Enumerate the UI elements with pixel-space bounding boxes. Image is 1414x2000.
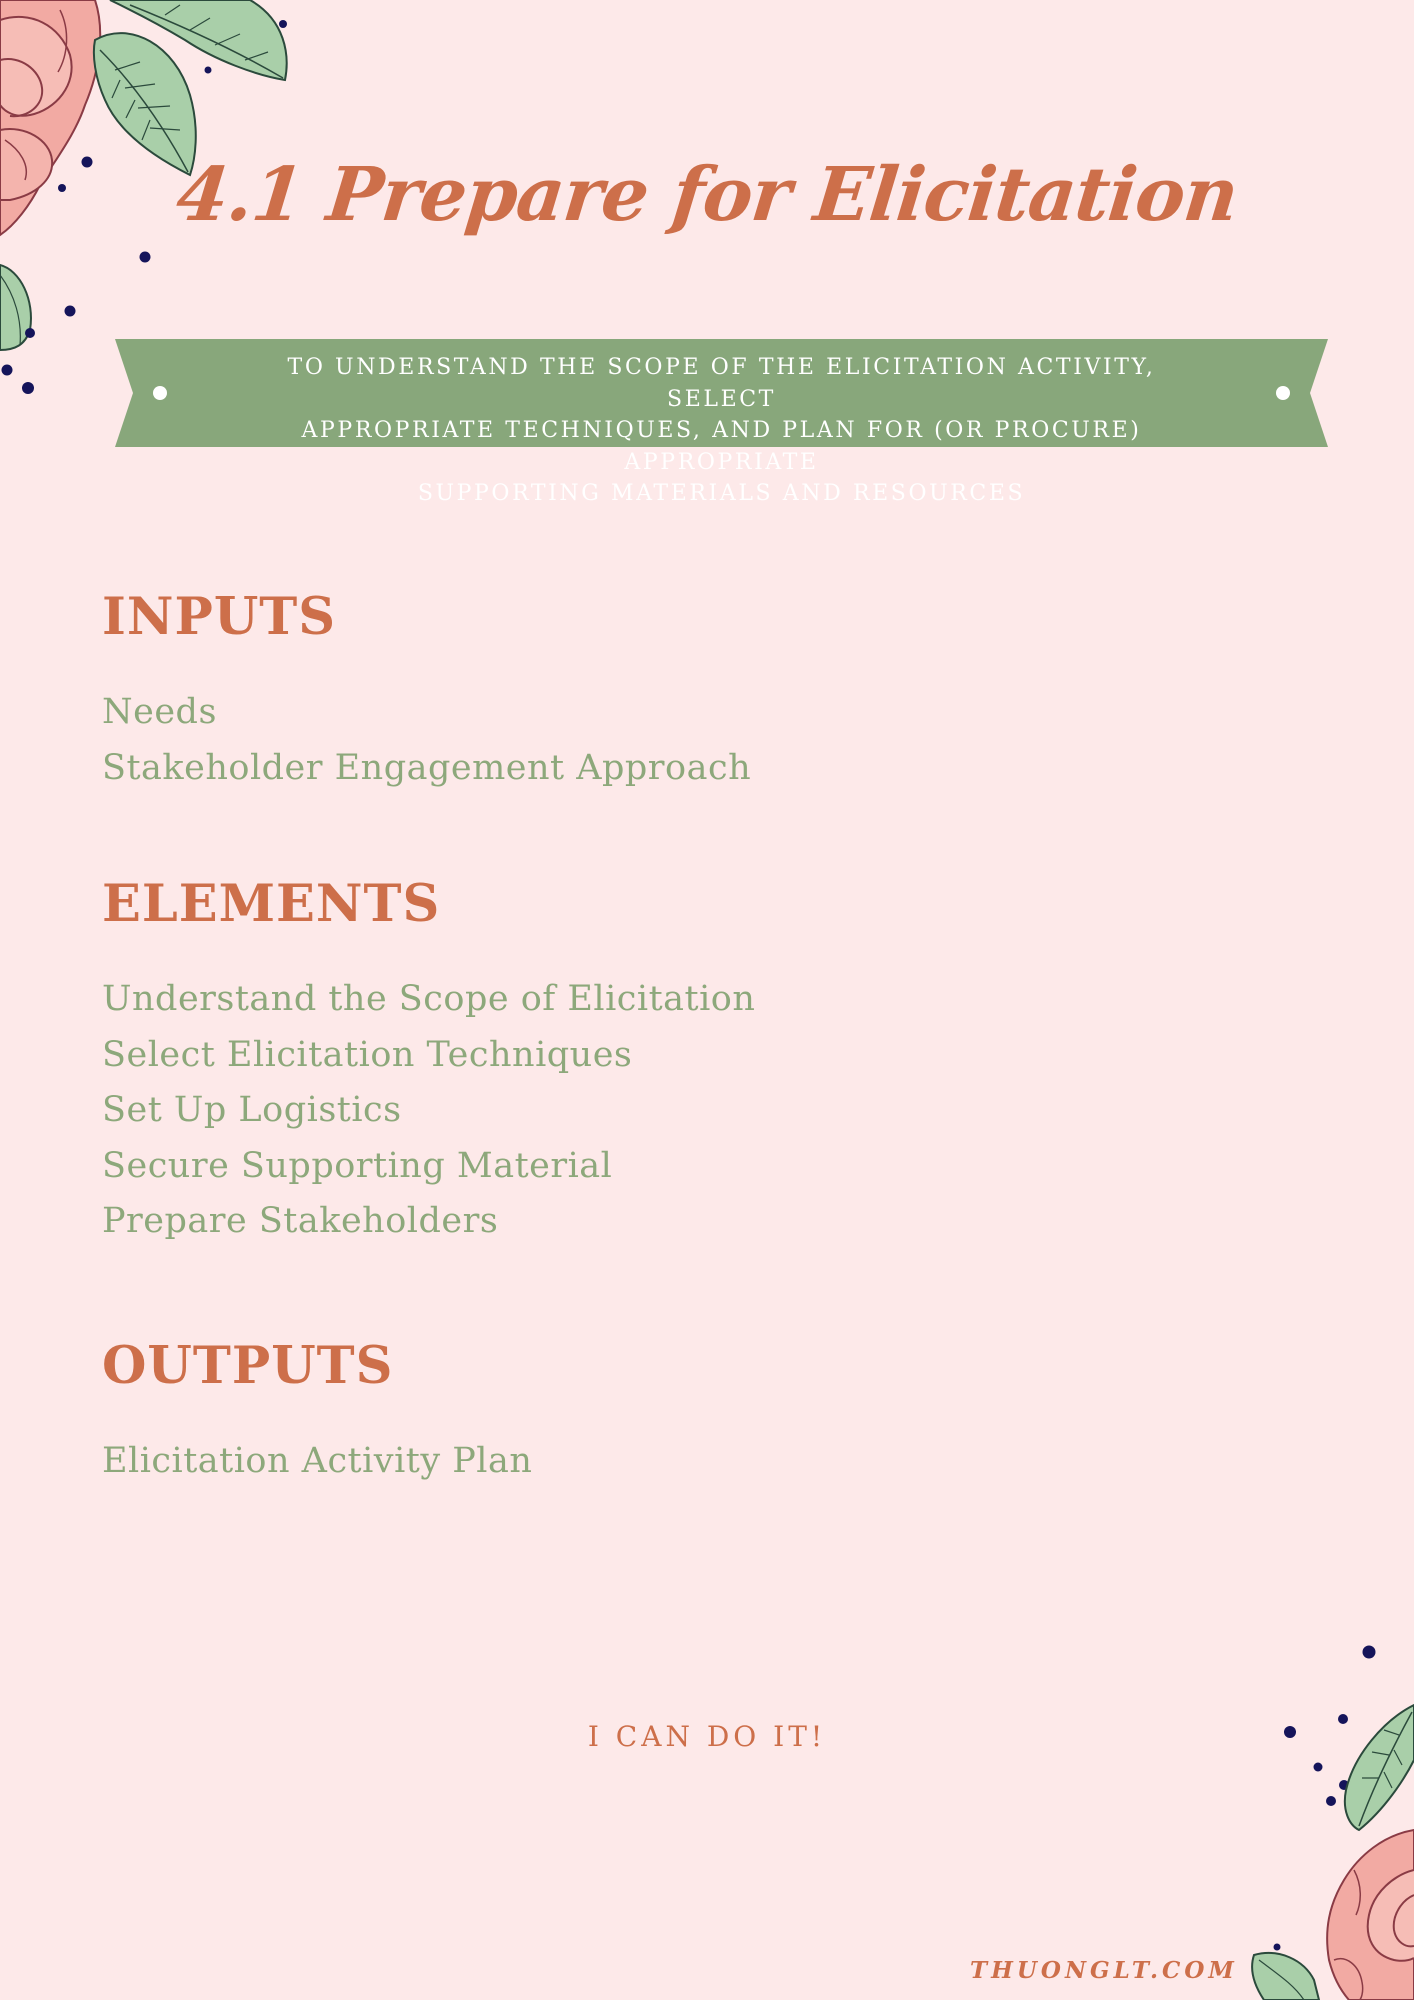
leaf-icon bbox=[0, 0, 288, 352]
purpose-banner: TO UNDERSTAND THE SCOPE OF THE ELICITATI… bbox=[115, 339, 1328, 506]
rose-flower-icon bbox=[0, 0, 102, 237]
outputs-list: Elicitation Activity Plan bbox=[102, 1434, 532, 1490]
list-item: Set Up Logistics bbox=[102, 1090, 402, 1130]
page-title: 4.1 Prepare for Elicitation bbox=[172, 152, 1242, 238]
section-heading-elements: ELEMENTS bbox=[102, 874, 441, 934]
list-item: Understand the Scope of Elicitation bbox=[102, 979, 756, 1019]
list-item: Prepare Stakeholders bbox=[102, 1201, 499, 1241]
floral-decoration-top-left bbox=[0, 0, 288, 394]
list-item: Select Elicitation Techniques bbox=[102, 1034, 633, 1075]
footer-site-credit: THUONGLT.COM bbox=[970, 1957, 1238, 1984]
dot-icon bbox=[1, 20, 287, 394]
list-item: Needs bbox=[102, 692, 217, 732]
ribbon-shape bbox=[115, 339, 1328, 447]
purpose-text: TO UNDERSTAND THE SCOPE OF THE ELICITATI… bbox=[287, 355, 1156, 506]
rose-flower-icon bbox=[1326, 1828, 1414, 2000]
elements-list: Understand the Scope of Elicitation Sele… bbox=[102, 972, 755, 1250]
floral-decoration-bottom-right bbox=[1251, 1645, 1414, 2000]
list-item: Elicitation Activity Plan bbox=[102, 1441, 533, 1481]
list-item: Stakeholder Engagement Approach bbox=[102, 747, 752, 788]
motto-text: I CAN DO IT! bbox=[587, 1720, 827, 1753]
inputs-list: Needs Stakeholder Engagement Approach bbox=[102, 685, 751, 796]
dot-icon bbox=[1273, 1645, 1376, 1951]
list-item: Secure Supporting Material bbox=[102, 1145, 613, 1186]
bullet-dot-icon bbox=[1276, 386, 1290, 400]
section-heading-outputs: OUTPUTS bbox=[102, 1336, 394, 1396]
bullet-dot-icon bbox=[153, 386, 167, 400]
section-heading-inputs: INPUTS bbox=[102, 587, 337, 647]
